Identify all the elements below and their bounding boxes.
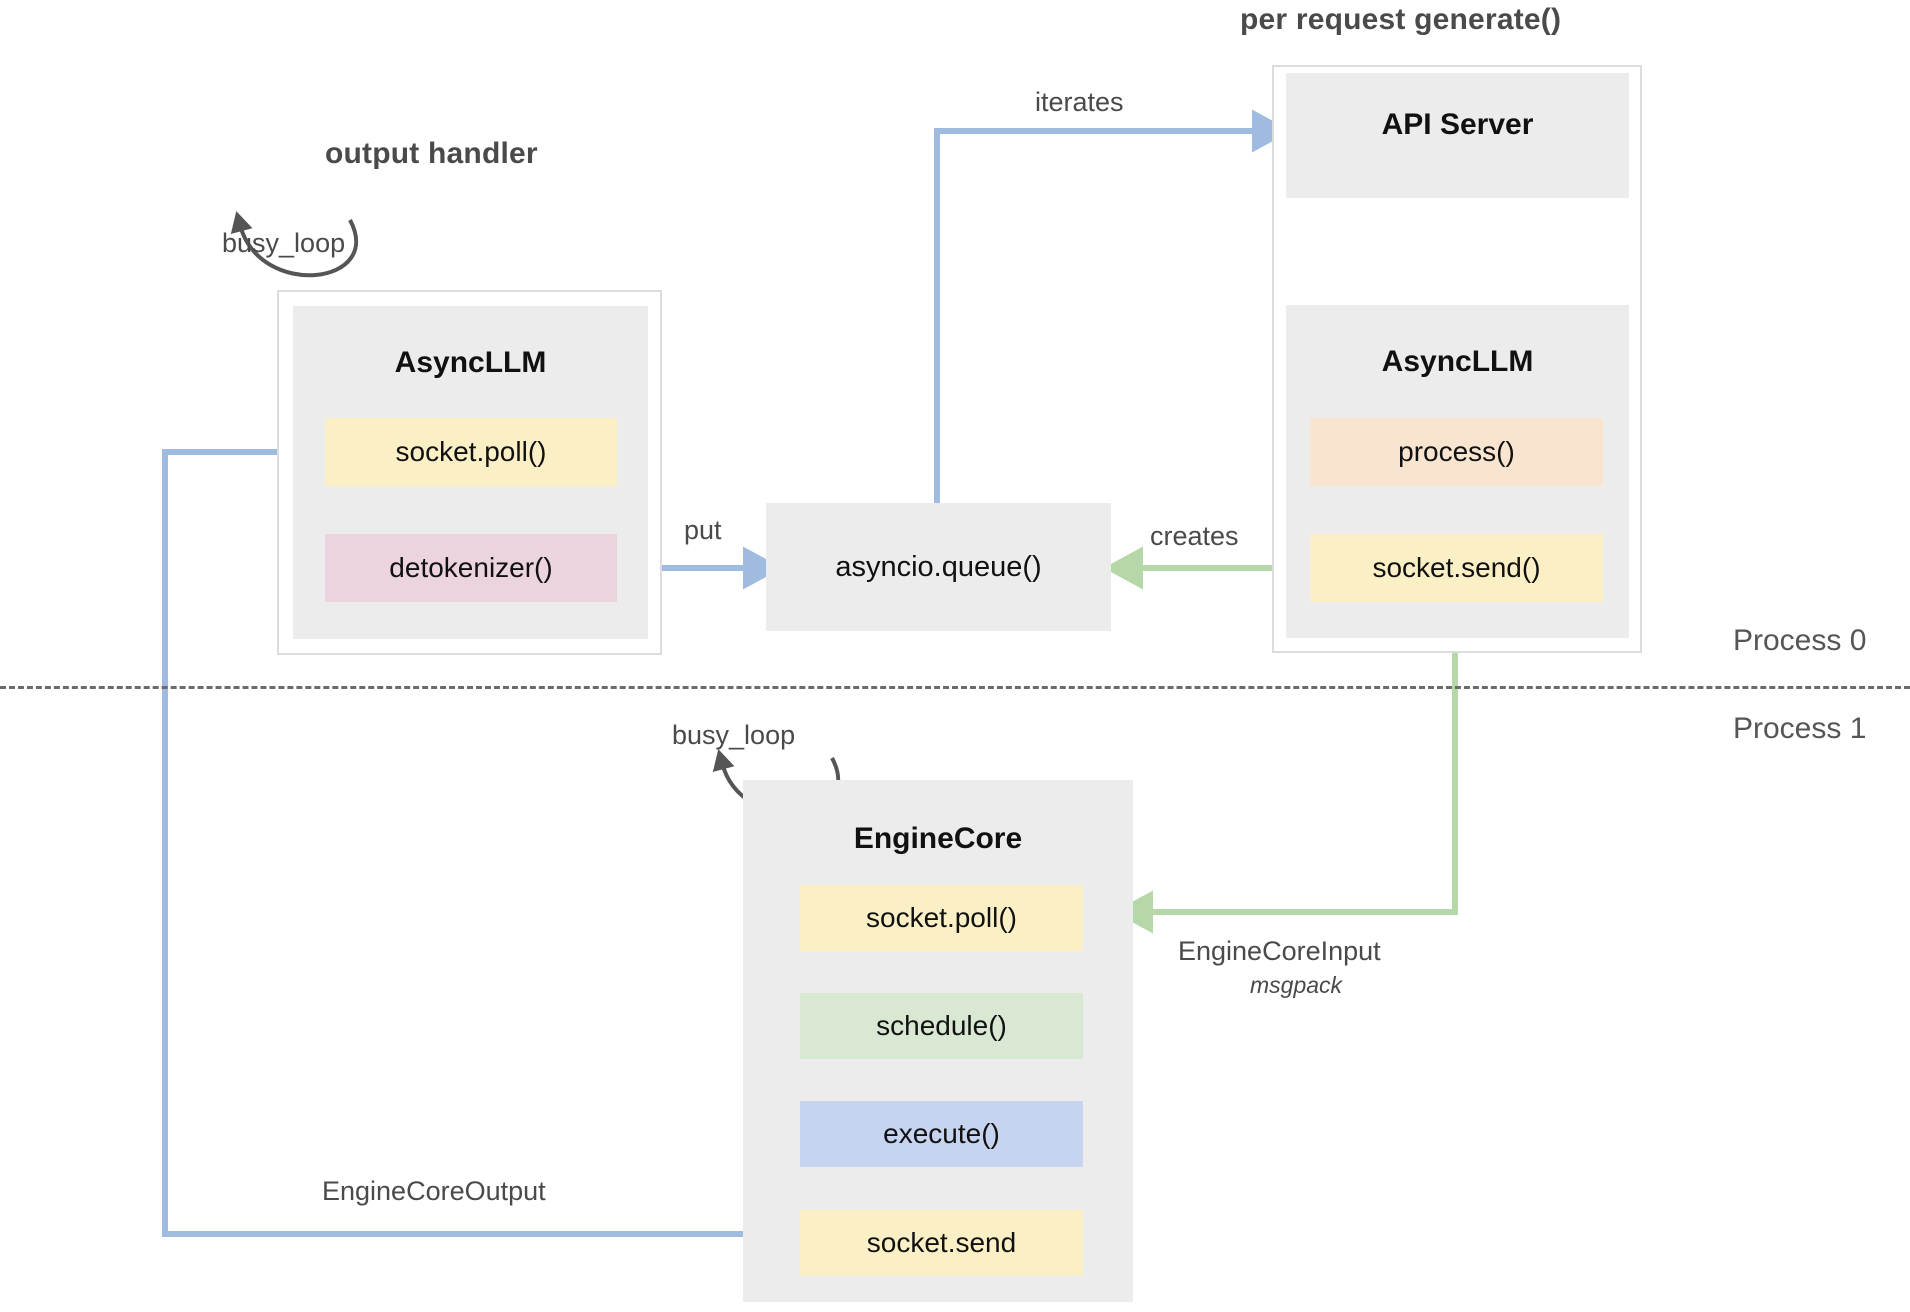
process-divider [0, 686, 1910, 689]
label-put: put [684, 515, 722, 545]
label-creates: creates [1150, 521, 1239, 551]
edge-iterates [934, 109, 1292, 505]
node-title-async-llm-right: AsyncLLM [1381, 345, 1534, 378]
step-engine-core-schedule[interactable]: schedule() [800, 993, 1083, 1059]
node-title-async-llm-left: AsyncLLM [394, 346, 547, 379]
step-async-llm-right-process[interactable]: process() [1310, 418, 1603, 486]
node-title-engine-core: EngineCore [853, 822, 1023, 855]
step-async-llm-left-detokenizer[interactable]: detokenizer() [325, 534, 617, 602]
step-engine-core-execute[interactable]: execute() [800, 1101, 1083, 1167]
process-label-bottom: Process 1 [1733, 712, 1867, 745]
label-engine-core-input-format: msgpack [1250, 972, 1343, 998]
label-busy-loop-engine: busy_loop [672, 720, 796, 750]
step-engine-core-socket-poll[interactable]: socket.poll() [800, 885, 1083, 951]
step-async-llm-right-socket-send[interactable]: socket.send() [1310, 534, 1603, 602]
process-label-top: Process 0 [1733, 624, 1867, 657]
label-iterates: iterates [1035, 87, 1124, 117]
node-asyncio-queue[interactable]: asyncio.queue() [766, 503, 1111, 631]
step-engine-core-socket-send[interactable]: socket.send [800, 1210, 1083, 1276]
label-busy-loop-left: busy_loop [222, 228, 346, 258]
group-title-output-handler: output handler [325, 137, 538, 170]
label-engine-core-input: EngineCoreInput [1178, 936, 1381, 966]
group-title-per-request-generate: per request generate() [1240, 3, 1562, 36]
node-api-server: API Server [1286, 73, 1629, 198]
label-engine-core-output: EngineCoreOutput [322, 1176, 546, 1206]
node-title-api-server: API Server [1381, 108, 1534, 141]
step-async-llm-left-socket-poll[interactable]: socket.poll() [325, 418, 617, 486]
